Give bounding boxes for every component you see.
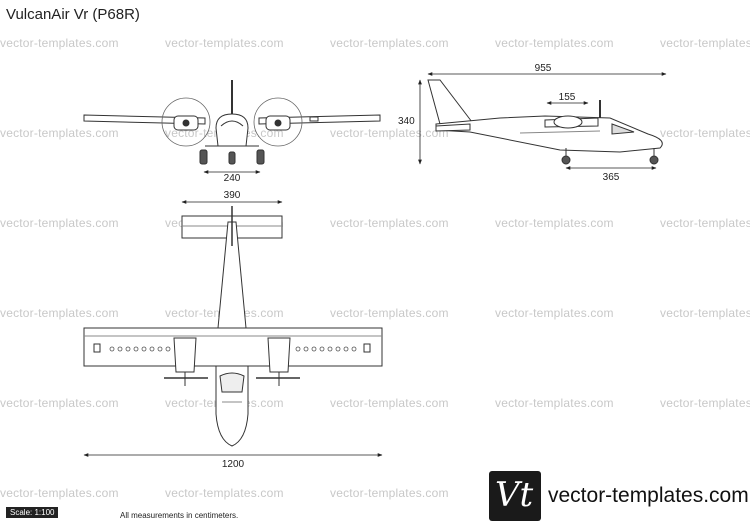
brand-name: vector-templates.com [548,484,749,507]
dim-top-span: 1200 [222,459,245,470]
dim-side-wheelbase: 365 [603,172,620,183]
measurement-note: All measurements in centimeters. [120,511,239,520]
front-view [83,80,381,165]
scale-badge: Scale: 1:100 [6,507,59,518]
dim-side-height: 340 [398,116,415,127]
page-title: VulcanAir Vr (P68R) [6,6,140,23]
side-view [427,79,663,165]
brand-logo: Vt [489,471,541,521]
dim-top-tail: 390 [224,190,241,201]
dim-front-width: 240 [224,173,241,184]
logo-text: Vt [495,475,534,515]
dim-side-length: 955 [535,63,552,74]
dim-side-gear: 155 [559,92,576,103]
top-view [83,206,383,447]
